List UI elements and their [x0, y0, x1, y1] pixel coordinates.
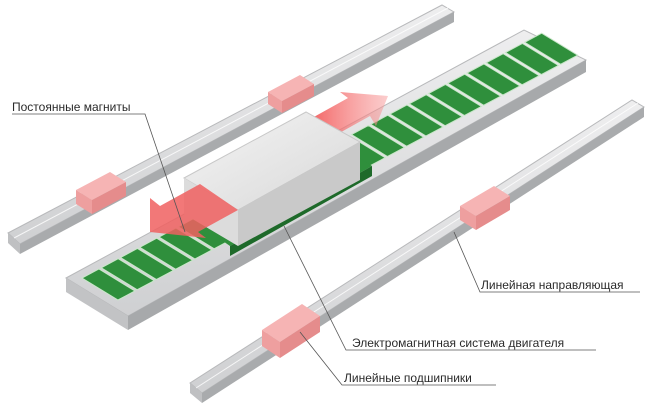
magnet-strip: [100, 258, 156, 291]
magnet-strip: [465, 63, 521, 96]
label-linear-guide: Линейная направляющая: [481, 278, 624, 292]
linear-bearing-bottom-1: [460, 186, 510, 230]
linear-bearing-bottom-2: [262, 304, 320, 358]
magnet-strip: [138, 237, 194, 270]
label-motor-system: Электромагнитная система двигателя: [352, 336, 565, 350]
magnet-strip: [80, 268, 136, 301]
label-permanent-magnets: Постоянные магниты: [12, 100, 131, 114]
magnet-strip: [504, 42, 560, 76]
magnet-strip: [119, 247, 175, 281]
magnet-strip: [485, 53, 541, 86]
magnet-strip: [350, 124, 406, 158]
label-linear-bearings: Линейные подшипники: [344, 371, 472, 385]
magnet-strip: [388, 104, 444, 137]
motion-arrow-left: [150, 184, 238, 238]
magnet-strip: [427, 83, 483, 117]
linear-bearing-top-2: [76, 172, 126, 214]
leader-lines: [12, 113, 640, 386]
motion-arrow-right: [312, 92, 388, 136]
linear-bearing-top-1: [268, 75, 314, 113]
magnet-strip: [523, 32, 579, 65]
magnet-strip: [446, 73, 502, 106]
magnet-strip: [408, 94, 464, 127]
magnet-strip: [369, 114, 425, 147]
motor-forcer: [182, 111, 372, 256]
